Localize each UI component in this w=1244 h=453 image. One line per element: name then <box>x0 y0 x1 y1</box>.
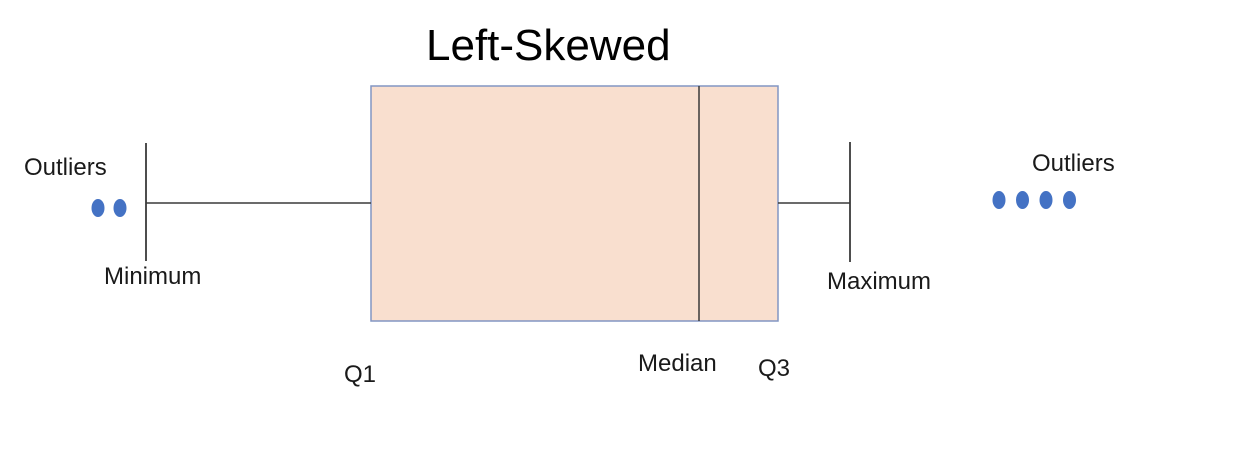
outlier-dot <box>91 199 105 217</box>
outliers-left-group <box>91 199 127 217</box>
outliers-right-group <box>992 191 1076 209</box>
q1-label: Q1 <box>344 361 377 388</box>
outlier-dot <box>1063 191 1076 209</box>
outliers-left-label: Outliers <box>24 154 107 181</box>
outlier-dot <box>113 199 127 217</box>
median-label: Median <box>638 350 717 377</box>
outlier-dot <box>1016 191 1029 209</box>
q3-label: Q3 <box>758 355 791 382</box>
outliers-right-label: Outliers <box>1032 150 1115 177</box>
diagram-title: Left-Skewed <box>426 21 671 70</box>
minimum-label: Minimum <box>104 263 202 290</box>
outlier-dot <box>1039 191 1053 209</box>
iqr-box <box>370 85 779 322</box>
outlier-dot <box>992 191 1006 209</box>
maximum-label: Maximum <box>827 268 932 295</box>
